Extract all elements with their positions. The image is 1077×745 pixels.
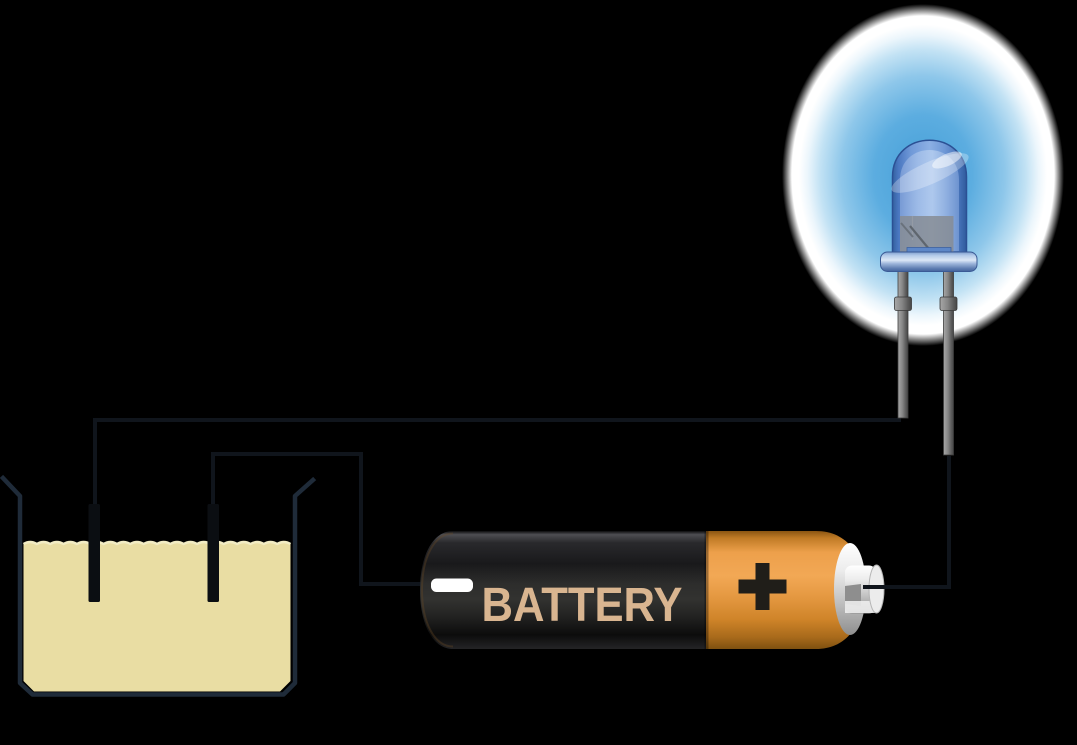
electrode-left	[88, 504, 100, 602]
battery-cap-seam	[704, 531, 709, 649]
beaker-outline	[0, 474, 317, 697]
led-bond-wire	[909, 225, 930, 250]
led-leg-right-kink	[939, 296, 958, 311]
led-leg-left-kink	[894, 296, 912, 311]
battery-body-left-cap-rim	[420, 532, 454, 648]
wire-electrode-left-to-led	[93, 418, 901, 506]
led-base-plate	[906, 247, 952, 253]
wire-electrode-right-to-battery-negative	[211, 452, 426, 586]
battery-plus-icon	[738, 563, 787, 610]
beaker	[0, 474, 317, 697]
led-post-notch	[900, 222, 914, 238]
battery-terminal-nub	[834, 543, 885, 635]
battery-terminal-facet-dark	[845, 584, 861, 606]
led	[880, 139, 978, 456]
electrode-right	[207, 504, 219, 602]
led-flange	[880, 251, 978, 272]
battery: BATTERY	[420, 531, 885, 649]
wire-led-to-battery-positive	[863, 456, 951, 589]
battery-negative-icon	[431, 578, 473, 592]
battery-body	[420, 531, 710, 649]
led-leg-left	[897, 267, 909, 419]
led-reflection-spot	[932, 151, 962, 169]
led-leg-right	[943, 267, 954, 456]
battery-label: BATTERY	[482, 579, 683, 632]
battery-terminal-facet-light	[845, 601, 876, 613]
led-interior	[900, 216, 954, 253]
beaker-liquid-surface-highlight	[22, 540, 292, 546]
beaker-liquid	[23, 542, 291, 692]
